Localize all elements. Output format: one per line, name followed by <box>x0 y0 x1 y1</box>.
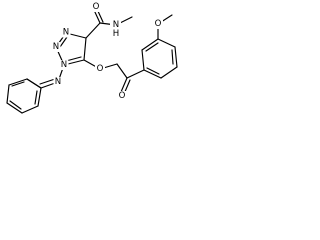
atom-amide-o: O <box>91 2 101 12</box>
bond-ring2-a <box>8 78 28 86</box>
atom-label-layer: N N N N O N H O O <box>51 2 163 101</box>
bond-imine-b <box>39 78 56 85</box>
atom-methoxy-o-label: O <box>155 19 162 29</box>
bond-ring1-b <box>141 38 159 51</box>
atom-triazole-n2-bg <box>51 42 61 52</box>
bond-ring1-e <box>160 66 178 79</box>
atom-imine-n-bg <box>53 77 63 87</box>
atom-amide-o-bg <box>91 2 101 12</box>
atom-ketone-o-label: O <box>119 91 126 101</box>
atom-triazole-n3: N <box>61 27 71 38</box>
bond-n2-n3-inner <box>59 36 68 48</box>
atom-imine-n-label: N <box>55 77 61 87</box>
atom-ether-o-label: O <box>97 64 104 74</box>
atom-triazole-n2-label: N <box>53 42 59 52</box>
bond-ring2-e-inner <box>34 90 38 105</box>
chemical-structure-diagram: N N N N O N H O O <box>6 2 178 114</box>
bond-ring1-f <box>143 69 162 79</box>
bond-ring1-d-inner <box>171 49 174 65</box>
atom-methoxy-o-bg <box>153 19 163 29</box>
bond-ring2-f <box>26 78 42 89</box>
atom-amide-h-label: H <box>113 29 119 39</box>
bond-ring1-c <box>157 38 176 48</box>
atom-amide-n-label: N <box>113 20 119 30</box>
atom-amide-nh-bg <box>110 20 121 39</box>
atom-triazole-n3-label: N <box>63 28 69 38</box>
bond-c4-c5 <box>83 37 87 61</box>
bond-ring1-f-inner <box>146 67 160 75</box>
bond-ring2-c <box>6 102 23 114</box>
atom-triazole-n1-label: N <box>61 60 67 70</box>
atom-ketone-o: O <box>117 91 127 101</box>
atom-methoxy-o: O <box>153 19 163 29</box>
atom-amide-nh: N H <box>110 20 121 39</box>
atom-ketone-o-bg <box>117 91 127 101</box>
bond-c5-n1-inner <box>65 56 82 62</box>
atom-ether-o: O <box>95 64 105 74</box>
bond-layer <box>6 8 178 114</box>
bond-ring2-b <box>6 84 10 104</box>
bond-ring2-c-inner <box>9 100 22 110</box>
atom-triazole-n3-bg <box>61 27 71 38</box>
bond-ring2-a-inner <box>11 81 25 87</box>
bond-c4-carbonyl <box>85 22 101 39</box>
bond-ring1-a <box>141 49 145 71</box>
atom-triazole-n1: N <box>59 60 69 70</box>
atom-triazole-n2: N <box>51 42 61 52</box>
bond-ring2-e <box>37 87 42 107</box>
atom-triazole-n1-bg <box>59 60 69 70</box>
atom-amide-o-label: O <box>93 2 100 12</box>
bond-ch2-c <box>116 63 128 79</box>
bond-ring1-b-inner <box>145 42 159 52</box>
bond-ketone-a <box>120 77 128 93</box>
bond-ring1-d <box>174 46 178 68</box>
atom-imine-n: N <box>53 77 63 87</box>
bond-ring2-d <box>21 105 39 114</box>
atom-ether-o-bg <box>95 64 105 74</box>
bond-carbonyl-o-a <box>93 9 101 24</box>
bond-ketone-aryl <box>126 69 145 79</box>
